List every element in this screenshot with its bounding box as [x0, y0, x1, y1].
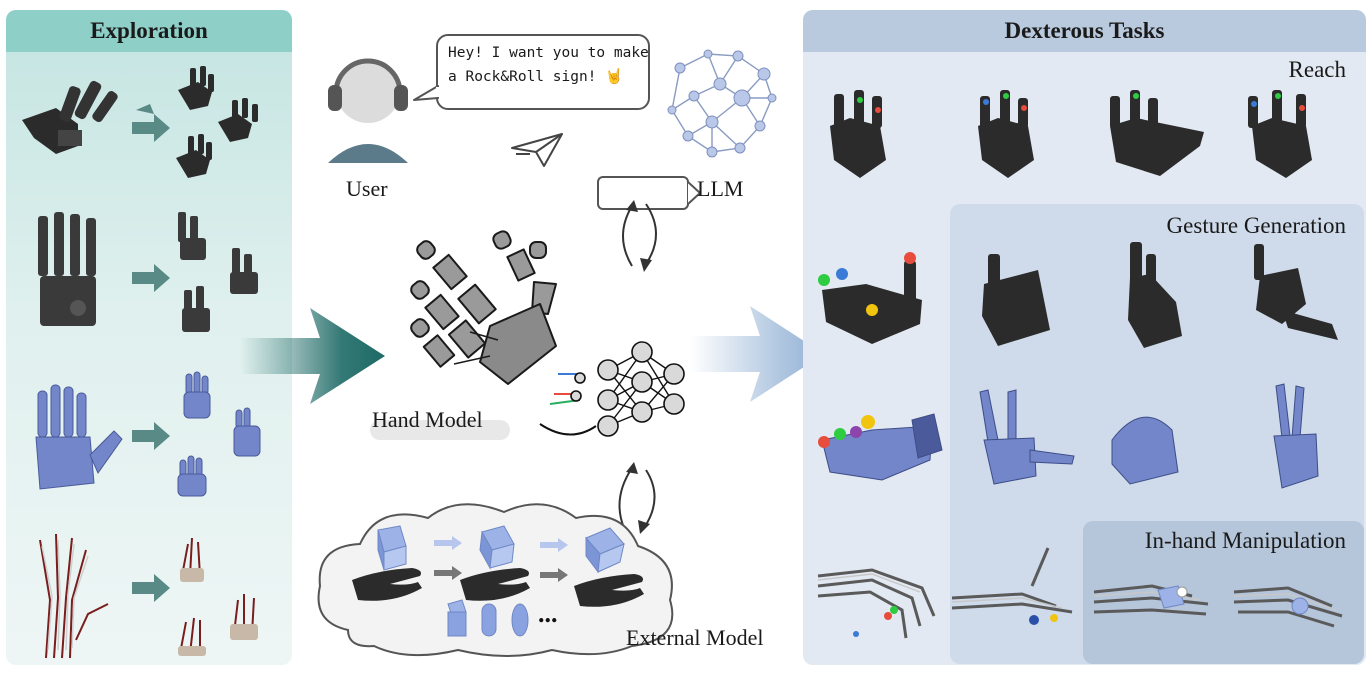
ellipsis-text: ...: [538, 599, 558, 628]
exploration-target-hands-2: [178, 212, 258, 332]
model-to-tasks-arrow: [690, 306, 824, 402]
hand-model-label: Hand Model: [372, 407, 483, 432]
llm-network-graph-icon: [667, 49, 777, 158]
external-feedback-loop-arrows: [618, 462, 656, 534]
reach-hands-row: [830, 90, 1312, 178]
exploration-target-hands-4: [178, 537, 258, 656]
reach-title: Reach: [1288, 57, 1346, 82]
paper-plane-icon: [511, 133, 563, 167]
llm-box-pointer: [687, 181, 702, 205]
exploration-source-hand-4: [39, 533, 109, 659]
speech-bubble-tail: [413, 85, 442, 101]
speech-line-2: a Rock&Roll sign! 🤘: [448, 69, 624, 85]
exploration-title: Exploration: [6, 10, 292, 52]
llm-label: LLM: [697, 176, 744, 201]
external-model-contents: [352, 525, 644, 637]
external-model-label: External Model: [626, 625, 764, 650]
exploration-source-hand-1: [22, 80, 118, 154]
gesture-generation-title: Gesture Generation: [1166, 213, 1346, 238]
in-hand-manipulation-title: In-hand Manipulation: [1144, 528, 1346, 553]
exploration-source-hand-3: [35, 384, 123, 490]
hand-model-label-shadow: [370, 420, 510, 440]
neural-network-icon: [539, 341, 685, 437]
in-hand-manipulation-box: [1083, 521, 1364, 664]
exploration-to-model-arrow: [240, 308, 385, 404]
user-label: User: [346, 176, 388, 201]
exploration-target-hands-3: [177, 371, 261, 497]
llm-output-box: [597, 176, 689, 210]
gesture-dark-hands-row: [818, 242, 1338, 348]
speech-bubble: Hey! I want you to make a Rock&Roll sign…: [436, 34, 650, 110]
exploration-source-hand-2: [38, 212, 96, 326]
exploration-target-hands-1: [176, 66, 258, 178]
speech-line-1: Hey! I want you to make: [448, 45, 649, 61]
external-model-ellipsis: ...: [538, 599, 558, 628]
gesture-blue-hands-row: [818, 383, 1319, 489]
llm-feedback-loop-arrows: [622, 200, 657, 272]
user-avatar-icon: [328, 58, 408, 163]
in-hand-manipulation-row: [817, 547, 1343, 639]
exploration-arrows: [132, 104, 170, 602]
hand-model-diagram: [410, 230, 557, 385]
dexterous-tasks-title: Dexterous Tasks: [803, 10, 1366, 52]
